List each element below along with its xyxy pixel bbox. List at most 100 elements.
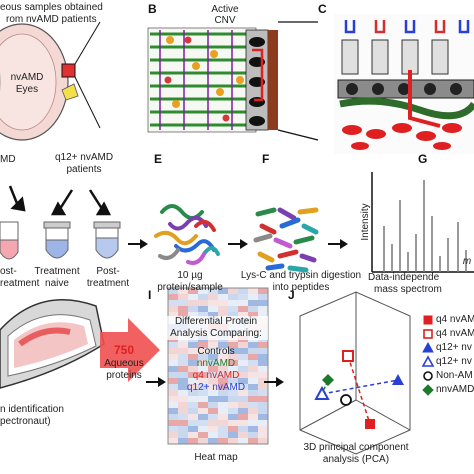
tube-post-treatment-left xyxy=(0,221,19,260)
heatmap-cell xyxy=(168,420,178,426)
tube-label-left: ost- reatment xyxy=(0,266,40,289)
heatmap-cell xyxy=(238,372,248,378)
heatmap-cell xyxy=(168,408,178,414)
heatmap-cell xyxy=(178,348,188,354)
tube-label-naive: Treatment naive xyxy=(34,266,80,289)
heatmap-cell xyxy=(178,420,188,426)
protein-count: 750 xyxy=(113,343,135,357)
heatmap-cell xyxy=(238,390,248,396)
heatmap-cell xyxy=(208,390,218,396)
heatmap-cell xyxy=(218,348,228,354)
heatmap-cell xyxy=(188,348,198,354)
heatmap-cell xyxy=(188,438,198,444)
heatmap-cell xyxy=(198,360,208,366)
heatmap-cell xyxy=(228,300,238,306)
heatmap-cell xyxy=(168,348,178,354)
heatmap-cell xyxy=(248,384,258,390)
arrow-i-to-j xyxy=(264,377,284,387)
heatmap-cell xyxy=(248,420,258,426)
heatmap-label-q12: q12+ nvAMD xyxy=(186,382,246,393)
heatmap-cell xyxy=(198,306,208,312)
legend-markers xyxy=(421,315,435,396)
heatmap-cell xyxy=(228,420,238,426)
heatmap-cell xyxy=(198,366,208,372)
pca-axes xyxy=(299,291,411,455)
heatmap-cell xyxy=(238,426,248,432)
heatmap-cell xyxy=(208,288,218,294)
heatmap-cell xyxy=(178,372,188,378)
arrow-e-to-f xyxy=(228,239,248,249)
heatmap-cell xyxy=(208,366,218,372)
tube-treatment-naive xyxy=(43,221,71,259)
heatmap-cell xyxy=(228,432,238,438)
heatmap-cell xyxy=(218,414,228,420)
heatmap-cell xyxy=(248,360,258,366)
heatmap-cell xyxy=(168,438,178,444)
heatmap-cell xyxy=(248,408,258,414)
heatmap-cell xyxy=(208,342,218,348)
heatmap-cell xyxy=(248,312,258,318)
heatmap-cell xyxy=(218,312,228,318)
panel-a-caption-line2: rom nvAMD patients xyxy=(6,14,97,25)
panel-e-caption-line2: protein/sample xyxy=(157,282,223,293)
heatmap-cell xyxy=(168,426,178,432)
arrow-d-to-e xyxy=(128,239,148,249)
heatmap-cell xyxy=(218,294,228,300)
legend-label: nnvAMD xyxy=(436,384,474,395)
heatmap-cell xyxy=(218,396,228,402)
heatmap-cell xyxy=(178,432,188,438)
heatmap-cell xyxy=(178,396,188,402)
heatmap-cell xyxy=(188,372,198,378)
heatmap-cell xyxy=(258,360,268,366)
panel-b-title-line1: Active xyxy=(211,4,239,15)
heatmap-cell xyxy=(178,426,188,432)
legend-label: q4 nvAM xyxy=(436,314,474,325)
heatmap-cell xyxy=(198,312,208,318)
panel-j-caption-line1: 3D principal component xyxy=(303,442,409,453)
heatmap-cell xyxy=(228,384,238,390)
heatmap-cell xyxy=(168,288,178,294)
heatmap-cell xyxy=(188,402,198,408)
legend-marker-open-circle xyxy=(423,371,433,381)
heatmap-cell xyxy=(188,384,198,390)
pca-points xyxy=(314,350,404,429)
heatmap-cell xyxy=(218,438,228,444)
heatmap-cell xyxy=(238,294,248,300)
heatmap-cell xyxy=(198,294,208,300)
heatmap-cell xyxy=(168,366,178,372)
heatmap-cell xyxy=(198,384,208,390)
heatmap-cell xyxy=(208,300,218,306)
cell-closeup-illustration xyxy=(334,14,474,154)
heatmap-cell xyxy=(258,372,268,378)
heatmap-cell xyxy=(228,288,238,294)
heatmap-cell xyxy=(188,420,198,426)
heatmap-cell xyxy=(248,402,258,408)
heatmap-cell xyxy=(208,432,218,438)
panel-label-c: C xyxy=(318,2,327,16)
heatmap-cell xyxy=(248,426,258,432)
arrow-f-to-g xyxy=(328,239,348,249)
heatmap-cell xyxy=(208,312,218,318)
heatmap-cell xyxy=(248,348,258,354)
heatmap-cell xyxy=(218,408,228,414)
protein-blobs xyxy=(154,204,220,265)
pca-point-q4-open xyxy=(342,350,354,362)
heatmap-cell xyxy=(188,390,198,396)
heatmap-cell xyxy=(248,288,258,294)
heatmap-cell xyxy=(248,390,258,396)
heatmap xyxy=(167,287,269,445)
heatmap-cell xyxy=(198,342,208,348)
heatmap-cell xyxy=(208,438,218,444)
heatmap-cell xyxy=(168,402,178,408)
heatmap-cell xyxy=(188,312,198,318)
legend-marker-open-square xyxy=(423,329,433,339)
heatmap-cell xyxy=(238,288,248,294)
heatmap-cell xyxy=(228,408,238,414)
heatmap-cell xyxy=(238,342,248,348)
heatmap-cell xyxy=(178,378,188,384)
heatmap-cell xyxy=(208,306,218,312)
heatmap-cell xyxy=(188,306,198,312)
heatmap-cell xyxy=(218,306,228,312)
panel-label-f: F xyxy=(262,152,270,166)
pca-point-nnvamd xyxy=(322,374,334,386)
